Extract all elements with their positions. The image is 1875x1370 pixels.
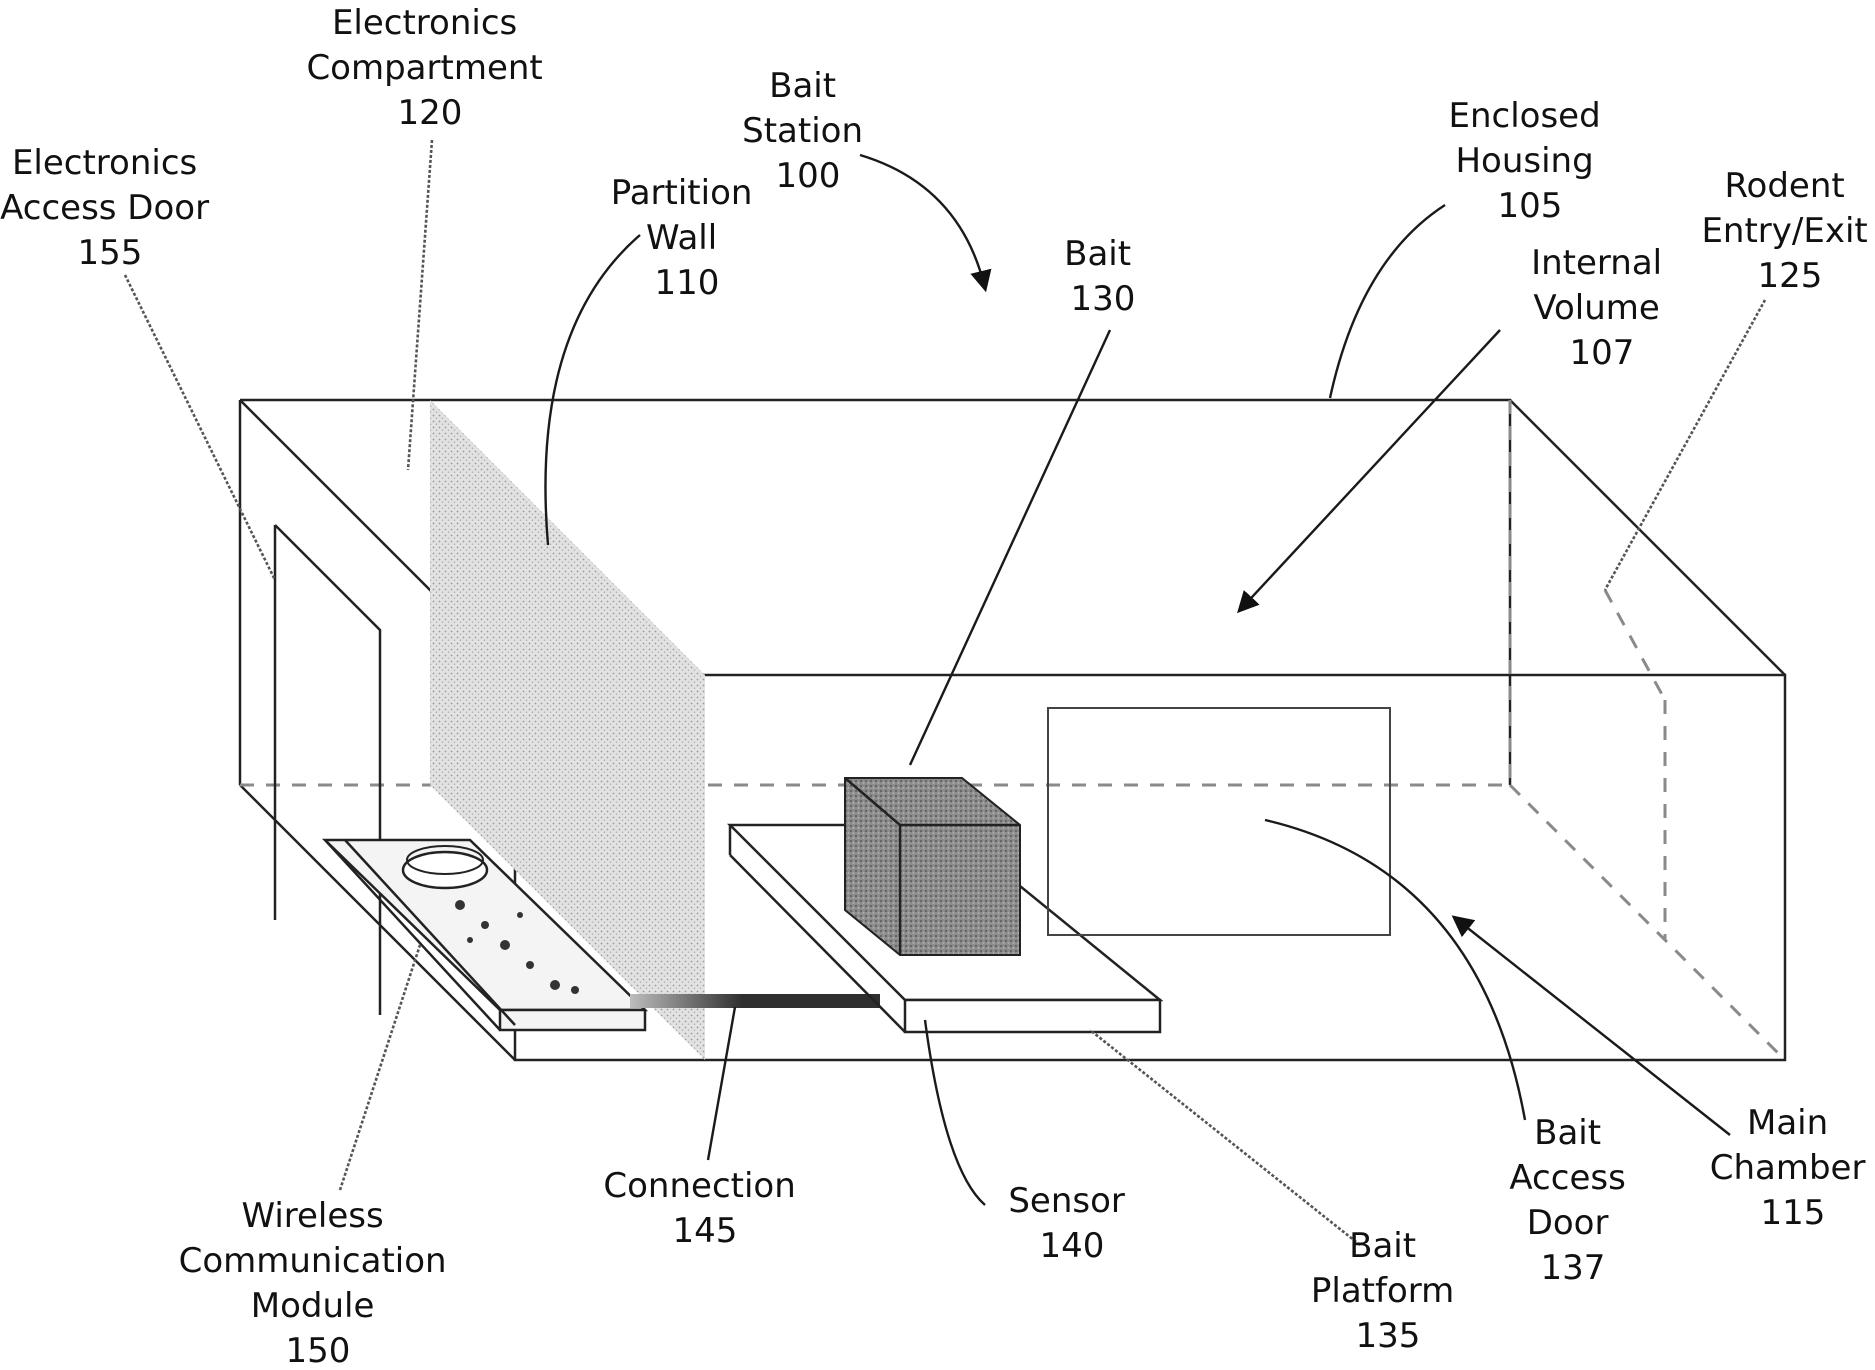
label-internal-volume: Internal Volume 107 <box>1531 243 1673 373</box>
electronics-access-door-155 <box>275 525 380 1015</box>
label-bait-platform: Bait Platform 135 <box>1311 1226 1465 1356</box>
label-wireless-communication-module: Wireless Communication Module 150 <box>179 1196 458 1370</box>
label-rodent-entry-exit: Rodent Entry/Exit 125 <box>1701 166 1875 296</box>
label-enclosed-housing: Enclosed Housing 105 <box>1449 96 1612 226</box>
label-sensor: Sensor 140 <box>1008 1181 1135 1266</box>
leader-lines <box>125 140 1765 1245</box>
label-connection: Connection 145 <box>603 1166 806 1251</box>
label-bait: Bait 130 <box>1064 234 1142 319</box>
label-partition-wall: Partition Wall 110 <box>611 173 764 303</box>
label-electronics-compartment: Electronics Compartment 120 <box>306 3 553 133</box>
label-bait-access-door: Bait Access Door 137 <box>1509 1113 1636 1288</box>
label-main-chamber: Main Chamber 115 <box>1710 1103 1875 1233</box>
labels: Electronics Compartment 120 Electronics … <box>0 3 1875 1370</box>
label-electronics-access-door: Electronics Access Door 155 <box>0 143 220 273</box>
connection-145 <box>630 994 880 1008</box>
bait-130 <box>845 778 1020 955</box>
bait-access-door-137 <box>1048 708 1390 935</box>
